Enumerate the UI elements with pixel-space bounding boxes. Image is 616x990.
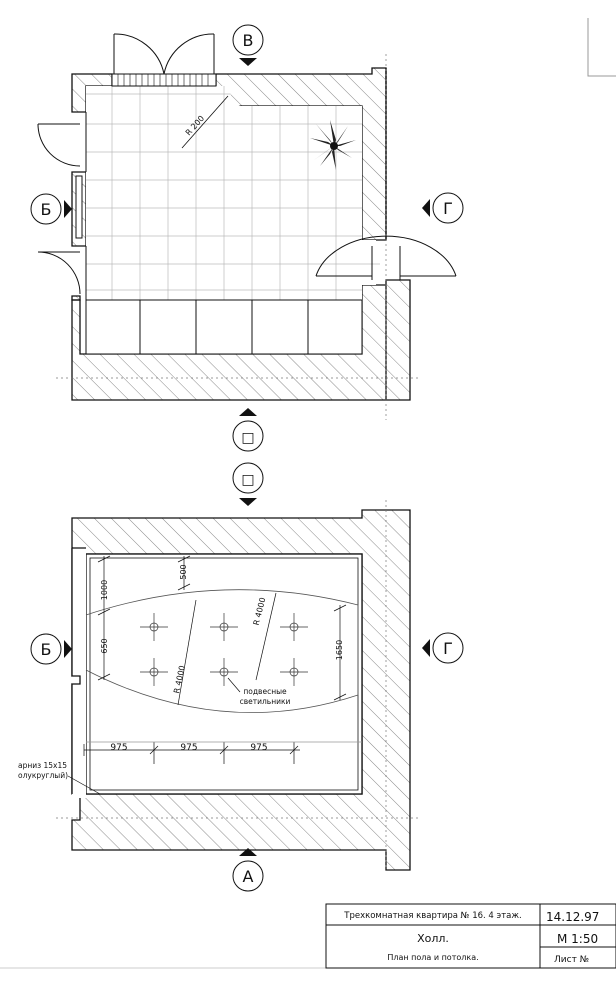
ceiling-marker-north: □ [232,462,264,506]
floor-radius-leader [181,95,229,149]
floor-marker-west: Б [30,193,72,225]
svg-text:□: □ [241,472,254,488]
floor-tile-grid [86,86,380,300]
svg-text:Б: Б [41,640,52,659]
svg-text:В: В [243,31,254,50]
left-doors [37,123,83,295]
title-project: Трехкомнатная квартира № 16. 4 этаж. [343,911,521,921]
dim-vertical-left-2: 650 [100,638,109,653]
ceiling-lights [140,613,308,686]
title-description: План пола и потолка. [387,953,478,962]
title-date: 14.12.97 [546,910,599,924]
dim-horizontal-1: 975 [110,743,127,753]
svg-text:□: □ [241,430,254,446]
right-door [315,235,457,280]
lights-label-line1: подвесные [243,687,287,696]
svg-text:Г: Г [443,199,453,218]
dim-vertical-left-1: 1000 [100,580,109,600]
floor-marker-east: Г [422,192,464,224]
cornice-label-line2: олукруглый) [18,771,68,780]
dim-horizontal-3: 975 [250,743,267,753]
ceiling-marker-east: Г [422,632,464,664]
ceiling-marker-south: А [232,848,264,892]
top-double-door [113,33,215,75]
dim-right: 1650 [335,640,344,660]
dim-top-inner: 500 [179,564,188,579]
title-room: Холл. [417,932,449,945]
floor-plan: R 200 [37,33,457,420]
sheet-corner-mark [587,18,616,77]
ceiling-marker-west: Б [30,633,72,665]
floor-marker-north: В [232,24,264,66]
dim-horizontal-2: 975 [180,743,197,753]
cornice-label-line1: арниз 15x15 [18,761,67,770]
svg-text:А: А [243,867,254,886]
floor-threshold [111,73,217,87]
ceiling-plan: 1000 650 500 1650 R 4000 R 4000 975 975 … [18,500,420,871]
title-block: Трехкомнатная квартира № 16. 4 этаж. 14.… [0,903,616,969]
title-sheet: Лист № [554,955,589,965]
title-scale: М 1:50 [557,932,598,946]
plant-icon [310,120,356,170]
floor-plan-wall-left-lower [71,295,81,301]
svg-text:Г: Г [443,639,453,658]
built-in-cabinet [85,299,363,355]
svg-text:Б: Б [41,200,52,219]
floor-marker-south: □ [232,408,264,452]
lights-label-line2: светильники [240,697,291,706]
